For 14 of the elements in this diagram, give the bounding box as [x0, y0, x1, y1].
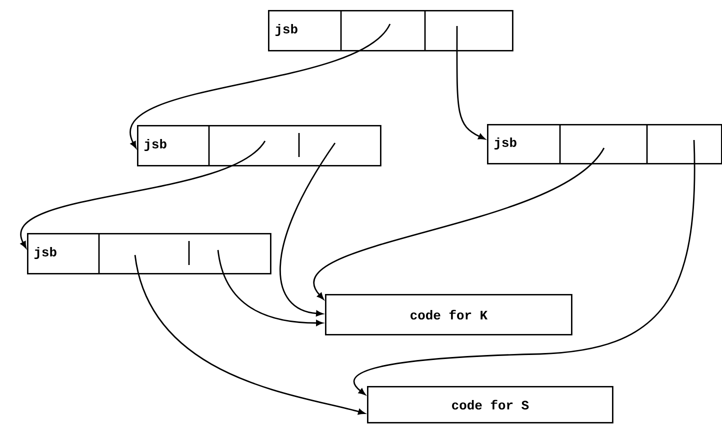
record-box: jsb [137, 125, 382, 166]
curved-arrow [130, 24, 391, 148]
record-box: jsb [27, 233, 272, 274]
curved-arrow [217, 250, 323, 326]
record-box: jsb [487, 124, 722, 164]
curved-arrow [134, 254, 366, 415]
curved-arrow [280, 142, 336, 316]
code-box: code for K [325, 294, 572, 336]
code-box: code for S [367, 386, 614, 424]
record-box: jsb [268, 10, 514, 52]
curved-arrow [313, 148, 605, 300]
curved-arrow [456, 26, 486, 140]
curved-arrow [20, 140, 266, 248]
curved-arrow [354, 140, 696, 395]
